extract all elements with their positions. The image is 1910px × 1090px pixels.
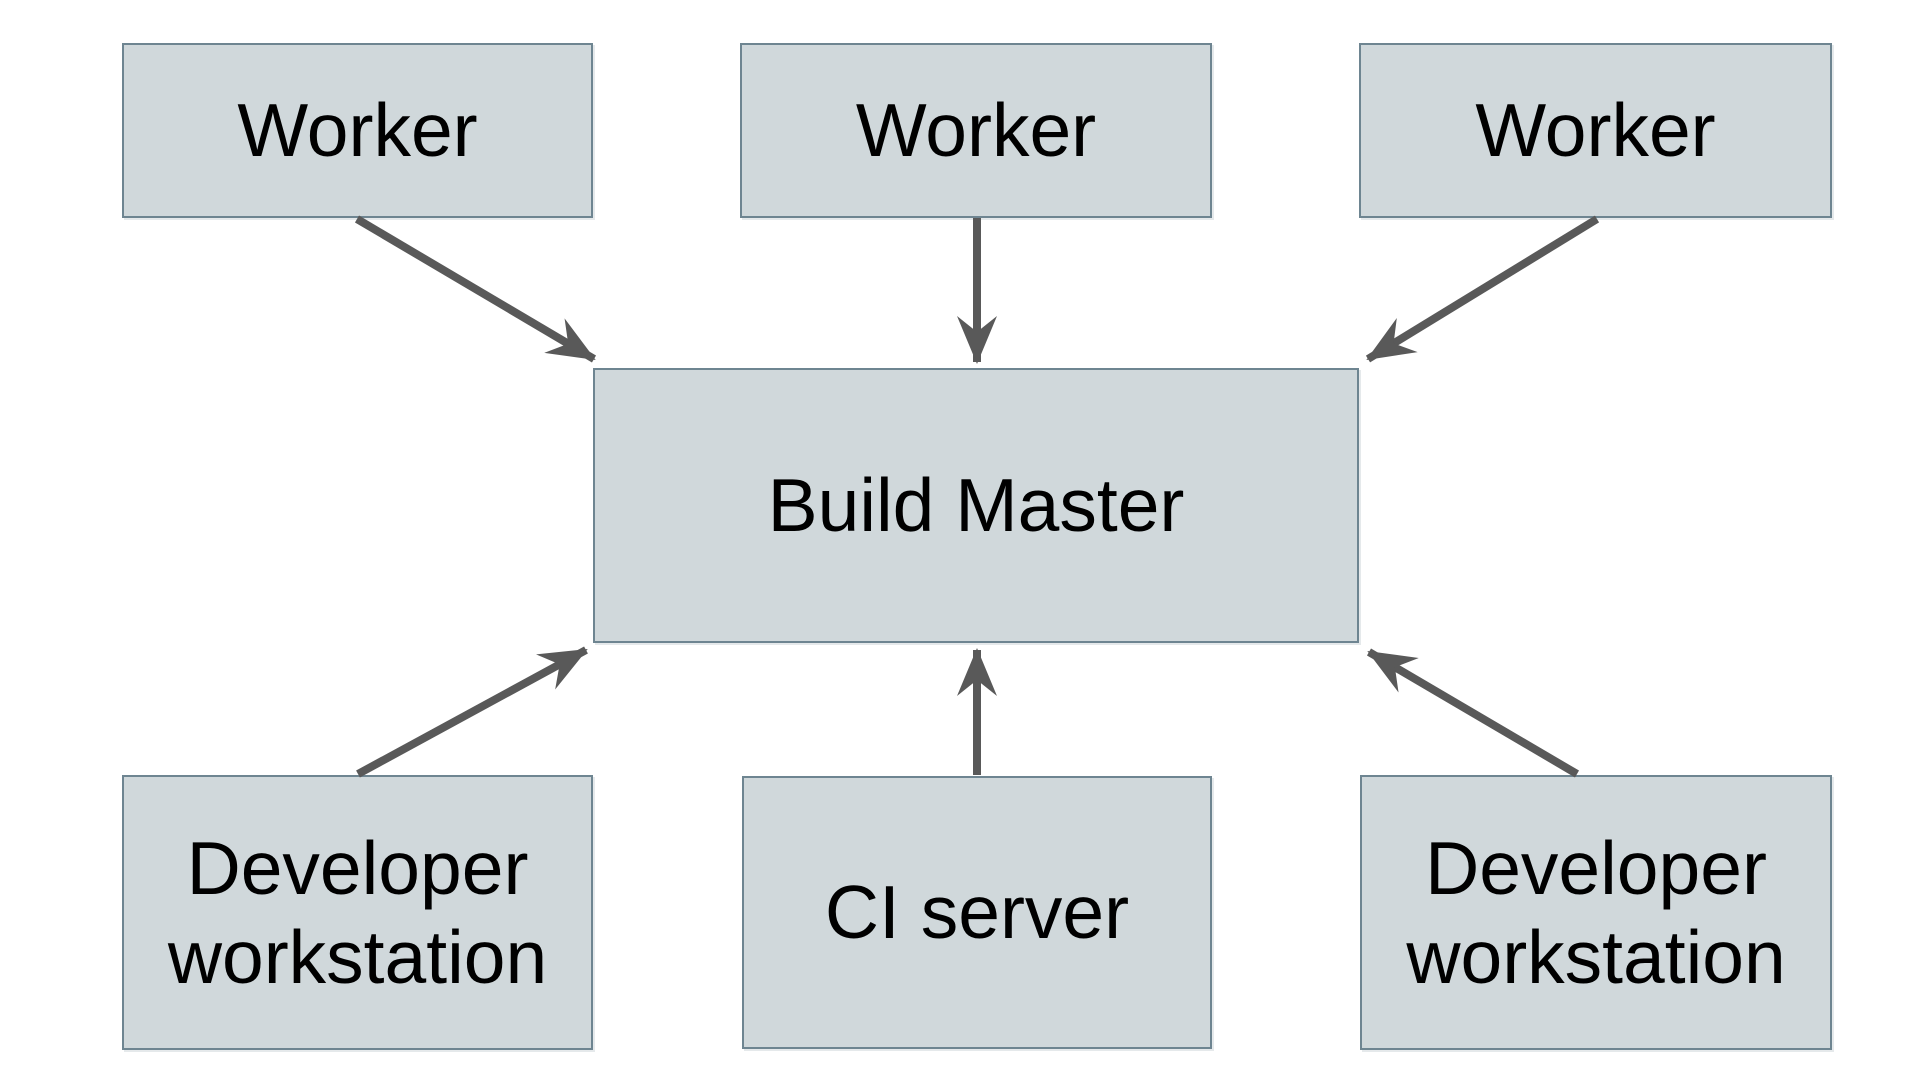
node-worker-1-label: Worker: [237, 88, 478, 173]
node-ci-server: CI server: [742, 776, 1212, 1049]
node-worker-1: Worker: [122, 43, 593, 218]
arrow-developer-workstation-left-to-build-master: [356, 646, 588, 778]
node-worker-3-label: Worker: [1475, 88, 1716, 173]
node-build-master-label: Build Master: [767, 463, 1185, 548]
node-worker-2: Worker: [740, 43, 1212, 218]
node-developer-workstation-left-label: Developer workstation: [167, 826, 548, 999]
node-worker-3: Worker: [1359, 43, 1832, 218]
node-developer-workstation-right: Developer workstation: [1360, 775, 1832, 1050]
node-worker-2-label: Worker: [855, 88, 1097, 173]
node-ci-server-label: CI server: [824, 870, 1130, 955]
node-developer-workstation-right-label: Developer workstation: [1406, 826, 1786, 999]
arrow-developer-workstation-right-to-build-master: [1366, 648, 1580, 778]
node-build-master: Build Master: [593, 368, 1359, 643]
arrow-worker-1-to-build-master: [354, 215, 597, 363]
node-developer-workstation-left: Developer workstation: [122, 775, 593, 1050]
arrow-worker-3-to-build-master: [1365, 215, 1600, 363]
